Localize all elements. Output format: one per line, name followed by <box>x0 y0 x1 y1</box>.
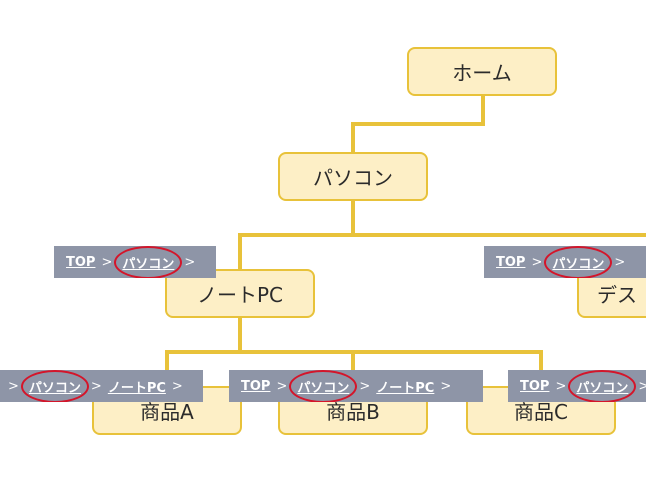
breadcrumb-separator: > <box>638 378 646 394</box>
breadcrumb-link-notepc[interactable]: ノートPC <box>376 380 435 396</box>
breadcrumb-separator: > <box>440 378 452 394</box>
breadcrumb-link-notepc[interactable]: ノートPC <box>107 380 166 396</box>
node-home: ホーム <box>407 47 557 96</box>
breadcrumb-separator: > <box>101 254 113 270</box>
breadcrumb-separator: > <box>531 254 543 270</box>
breadcrumb-separator: > <box>184 254 196 270</box>
breadcrumb-link-top[interactable]: TOP <box>66 254 96 270</box>
breadcrumb-separator: > <box>614 254 626 270</box>
breadcrumb-separator: > <box>555 378 567 394</box>
connector-home-pc <box>351 95 485 152</box>
breadcrumb-separator: > <box>8 378 19 394</box>
breadcrumb-link-top[interactable]: TOP <box>520 378 550 394</box>
breadcrumb-desktop: TOP > パソコン > <box>484 246 646 278</box>
breadcrumb-product-c: TOP > パソコン > <box>508 370 646 402</box>
breadcrumb-link-pc-highlighted[interactable]: パソコン <box>114 246 183 278</box>
node-pc: パソコン <box>278 152 428 201</box>
connector-pc-branch <box>238 233 646 270</box>
breadcrumb-link-top[interactable]: TOP <box>241 378 271 394</box>
breadcrumb-link-pc-highlighted[interactable]: パソコン <box>544 246 613 278</box>
breadcrumb-separator: > <box>90 378 102 394</box>
breadcrumb-link-pc-highlighted[interactable]: パソコン <box>568 370 637 402</box>
breadcrumb-link-pc-highlighted[interactable]: パソコン <box>20 370 89 402</box>
breadcrumb-separator: > <box>276 378 288 394</box>
breadcrumb-product-a: > パソコン > ノートPC > <box>0 370 203 402</box>
breadcrumb-separator: > <box>359 378 371 394</box>
breadcrumb-separator: > <box>171 378 183 394</box>
breadcrumb-link-top[interactable]: TOP <box>496 254 526 270</box>
breadcrumb-product-b: TOP > パソコン > ノートPC > <box>229 370 483 402</box>
breadcrumb-notepc: TOP > パソコン > <box>54 246 216 278</box>
breadcrumb-link-pc-highlighted[interactable]: パソコン <box>289 370 358 402</box>
